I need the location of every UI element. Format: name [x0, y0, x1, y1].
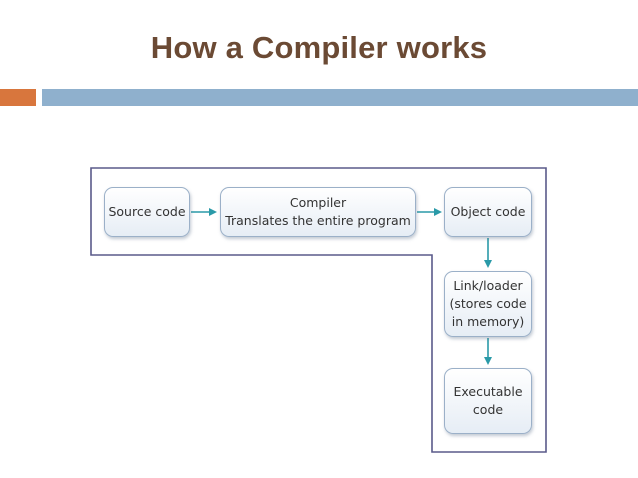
- node-compiler-title: Compiler: [289, 195, 347, 210]
- node-link-loader-line3: in memory): [451, 314, 525, 329]
- diagram-arrows: [191, 208, 492, 365]
- arrowhead-object-link: [484, 260, 492, 268]
- node-compiler-desc: Translates the entire program: [225, 213, 411, 228]
- node-link-loader: Link/loader (stores code in memory): [444, 271, 532, 337]
- accent-bar-orange: [0, 89, 36, 106]
- node-executable-line1: Executable: [453, 384, 523, 399]
- node-link-loader-line2: (stores code: [449, 296, 527, 311]
- arrowhead-compiler-object: [434, 208, 442, 216]
- node-executable-code: Executable code: [444, 368, 532, 434]
- node-object-code-label: Object code: [450, 204, 526, 219]
- arrowhead-link-exec: [484, 357, 492, 365]
- node-executable-line2: code: [472, 402, 504, 417]
- node-compiler: Compiler Translates the entire program: [220, 187, 416, 237]
- node-object-code: Object code: [444, 187, 532, 237]
- node-link-loader-line1: Link/loader: [453, 278, 523, 293]
- slide-title: How a Compiler works: [150, 30, 488, 65]
- arrowhead-source-compiler: [209, 208, 217, 216]
- node-source-code: Source code: [104, 187, 190, 237]
- accent-bar-blue: [42, 89, 638, 106]
- node-source-code-label: Source code: [108, 204, 186, 219]
